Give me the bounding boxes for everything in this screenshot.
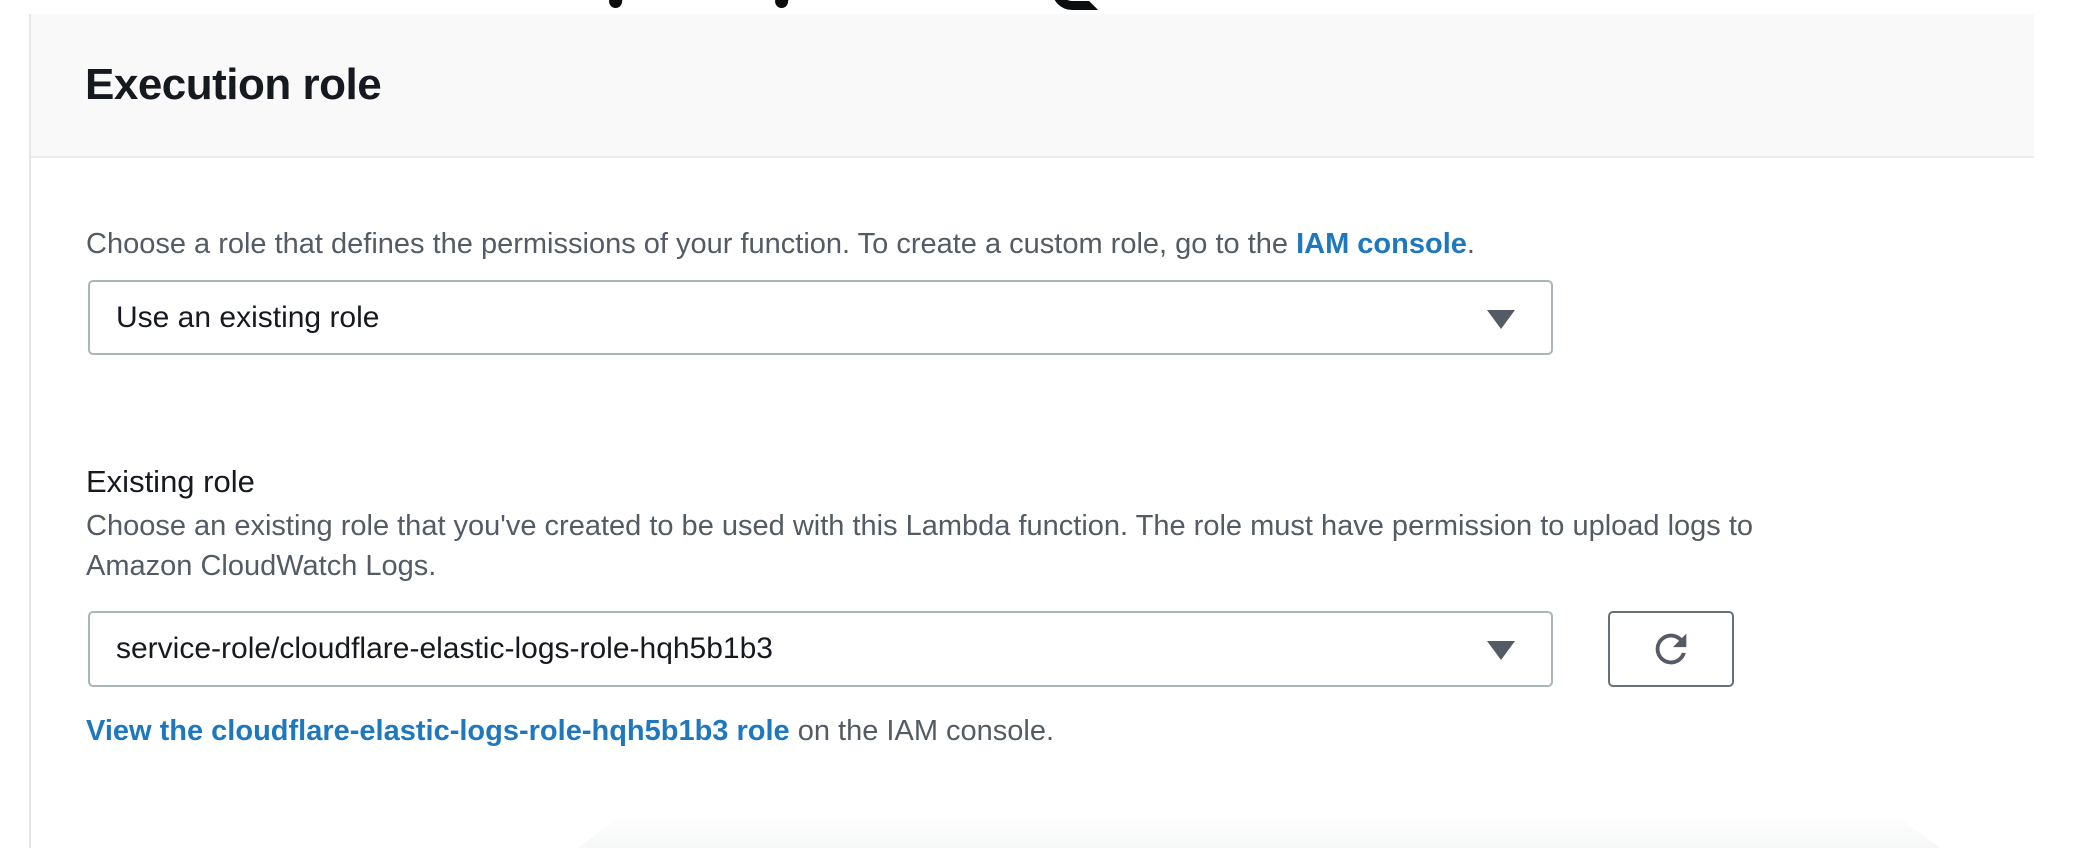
refresh-icon [1655, 633, 1687, 665]
existing-role-description-line1: Choose an existing role that you've crea… [86, 510, 1754, 542]
next-section-top-edge [578, 818, 1940, 848]
instruction-text: Choose a role that defines the permissio… [86, 228, 1297, 260]
view-role-suffix: on the IAM console. [789, 715, 1055, 747]
refresh-roles-button[interactable] [1608, 611, 1734, 687]
existing-role-selected-value: service-role/cloudflare-elastic-logs-rol… [116, 632, 773, 665]
instruction-period: . [1466, 228, 1475, 260]
role-source-select[interactable]: Use an existing role [88, 280, 1553, 355]
role-source-selected-value: Use an existing role [116, 300, 380, 334]
view-role-line: View the cloudflare-elastic-logs-role-hq… [86, 712, 1054, 750]
existing-role-description: Choose an existing role that you've crea… [86, 506, 1753, 586]
existing-role-label: Existing role [86, 464, 255, 499]
cutoff-text-fragment [774, 0, 789, 9]
caret-down-icon [1487, 309, 1515, 329]
execution-role-panel-header: Execution role [31, 14, 2034, 158]
existing-role-select[interactable]: service-role/cloudflare-elastic-logs-rol… [88, 611, 1553, 687]
panel-left-border [29, 14, 31, 848]
cutoff-text-fragment [608, 0, 623, 9]
existing-role-description-line2: Amazon CloudWatch Logs. [86, 550, 437, 582]
role-source-instruction: Choose a role that defines the permissio… [86, 224, 1475, 264]
iam-console-link[interactable]: IAM console [1296, 228, 1467, 260]
view-role-link[interactable]: View the cloudflare-elastic-logs-role-hq… [86, 715, 790, 747]
panel-title: Execution role [85, 60, 382, 109]
cutoff-text-fragment [1052, 0, 1098, 10]
caret-down-icon [1487, 641, 1515, 660]
